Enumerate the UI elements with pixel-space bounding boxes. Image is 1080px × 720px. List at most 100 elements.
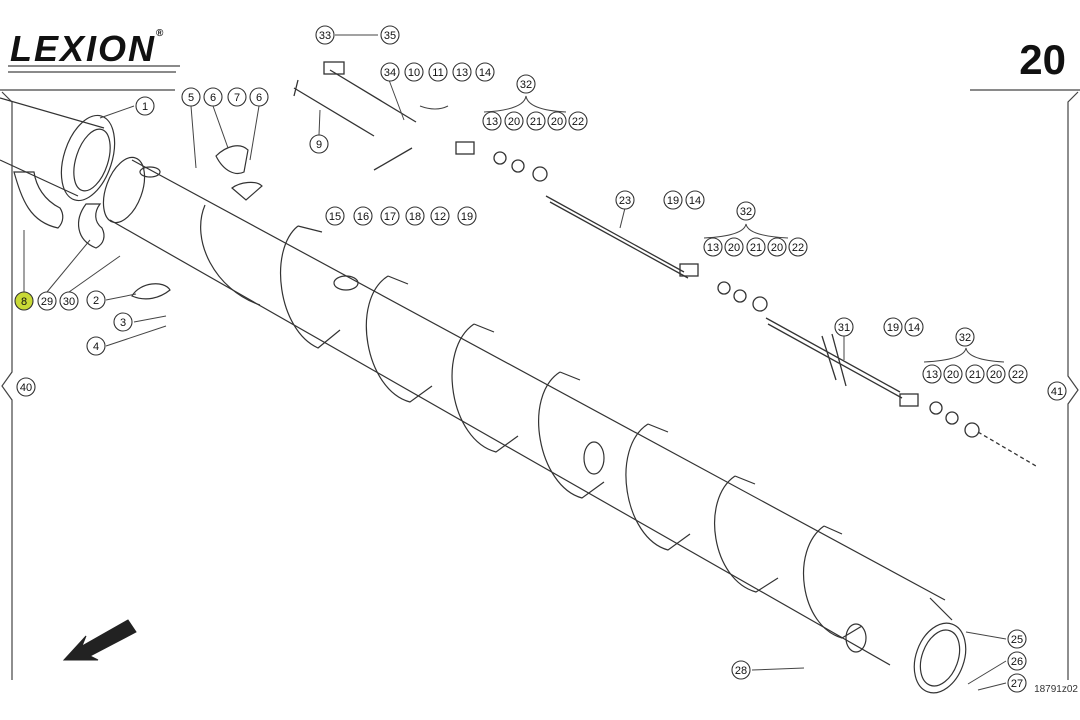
callout-balloon[interactable]: 30 [59,291,79,311]
callout-balloon[interactable]: 11 [428,62,448,82]
callout-label: 19 [461,211,473,223]
rod-31-break-2 [831,333,847,387]
callout-balloon[interactable]: 4 [86,336,106,356]
bracket-19b [679,263,699,277]
callout-balloon[interactable]: 14 [475,62,495,82]
callout-balloon[interactable]: 6 [203,87,223,107]
washer [532,166,548,182]
callout-balloon[interactable]: 21 [526,111,546,131]
callout-balloon[interactable]: 23 [615,190,635,210]
callout-balloon[interactable]: 6 [249,87,269,107]
tube-left-flange-inner [73,128,111,192]
callout-balloon[interactable]: 14 [904,317,924,337]
flight-1 [200,204,261,306]
callout-balloon[interactable]: 25 [1007,629,1027,649]
callout-label: 7 [234,92,240,104]
flight-7 [714,475,779,593]
callout-balloon[interactable]: 33 [315,25,335,45]
callout-label: 20 [990,369,1002,381]
callout-balloon[interactable]: 32 [516,74,536,94]
callout-balloon[interactable]: 22 [1008,364,1028,384]
callout-balloon[interactable]: 26 [1007,651,1027,671]
leader [133,315,167,323]
callout-balloon[interactable]: 13 [922,364,942,384]
callout-circle [227,87,247,107]
callout-label: 29 [41,296,53,308]
callout-circle [59,291,79,311]
leader [967,660,1007,685]
tube-left-flange [60,114,116,202]
callout-circle [37,291,57,311]
callout-balloon[interactable]: 22 [568,111,588,131]
callout-balloon[interactable]: 28 [731,660,751,680]
rod-9-end [293,79,299,97]
flight-8 [803,525,863,639]
callout-label: 13 [486,116,498,128]
part-2 [131,283,171,300]
callout-label: 22 [1012,369,1024,381]
rod-34 [329,69,417,123]
leader [751,667,805,671]
callout-balloon[interactable]: 13 [482,111,502,131]
tube-bottom-edge [109,219,891,666]
callout-label: 21 [750,242,762,254]
callout-circle [181,87,201,107]
leader [46,239,91,293]
callout-balloon[interactable]: 13 [452,62,472,82]
callout-balloon[interactable]: 13 [703,237,723,257]
callout-balloon[interactable]: 19 [883,317,903,337]
leader [977,682,1007,691]
callout-balloon[interactable]: 22 [788,237,808,257]
callout-balloon[interactable]: 16 [353,206,373,226]
leader [619,207,626,229]
callout-balloon[interactable]: 18 [405,206,425,226]
callout-balloon[interactable]: 9 [309,134,329,154]
tube-top-edge [131,159,946,601]
callout-balloon[interactable]: 21 [965,364,985,384]
callout-balloon[interactable]: 41 [1047,381,1067,401]
leader [318,109,321,136]
callout-circle [663,190,683,210]
callout-balloon[interactable]: 40 [16,377,36,397]
callout-balloon[interactable]: 31 [834,317,854,337]
callout-balloon[interactable]: 15 [325,206,345,226]
callout-balloon[interactable]: 10 [404,62,424,82]
washer [964,422,980,438]
callout-balloon[interactable]: 34 [380,62,400,82]
callout-balloon[interactable]: 17 [380,206,400,226]
callout-balloon[interactable]: 32 [736,201,756,221]
callout-circle [86,290,106,310]
callout-balloon-highlighted[interactable]: 8 [14,291,34,311]
callout-balloon[interactable]: 1 [135,96,155,116]
callout-balloon[interactable]: 20 [986,364,1006,384]
drive-rods [293,61,1037,467]
callout-balloon[interactable]: 29 [37,291,57,311]
callout-label: 5 [188,92,194,104]
callout-balloon[interactable]: 20 [724,237,744,257]
bolt-17 [373,147,413,171]
callout-balloon[interactable]: 14 [685,190,705,210]
callout-balloon[interactable]: 7 [227,87,247,107]
callout-balloon[interactable]: 5 [181,87,201,107]
callout-balloon[interactable]: 2 [86,290,106,310]
callout-balloon[interactable]: 35 [380,25,400,45]
callout-balloon[interactable]: 32 [955,327,975,347]
brand-name: LEXION [10,28,157,69]
callout-label: 32 [520,79,532,91]
page-frame [0,65,1080,680]
callout-circle [965,364,985,384]
callout-balloon[interactable]: 20 [504,111,524,131]
callout-balloon[interactable]: 20 [767,237,787,257]
callout-balloon[interactable]: 27 [1007,673,1027,693]
flight-3 [365,275,433,403]
callout-balloon[interactable]: 3 [113,312,133,332]
callout-balloon[interactable]: 20 [547,111,567,131]
callout-balloon[interactable]: 19 [663,190,683,210]
callout-balloon[interactable]: 20 [943,364,963,384]
rod-dashed [977,431,1037,467]
callout-circle [405,206,425,226]
callout-balloon[interactable]: 19 [457,206,477,226]
callout-balloon[interactable]: 12 [430,206,450,226]
callout-balloon[interactable]: 21 [746,237,766,257]
